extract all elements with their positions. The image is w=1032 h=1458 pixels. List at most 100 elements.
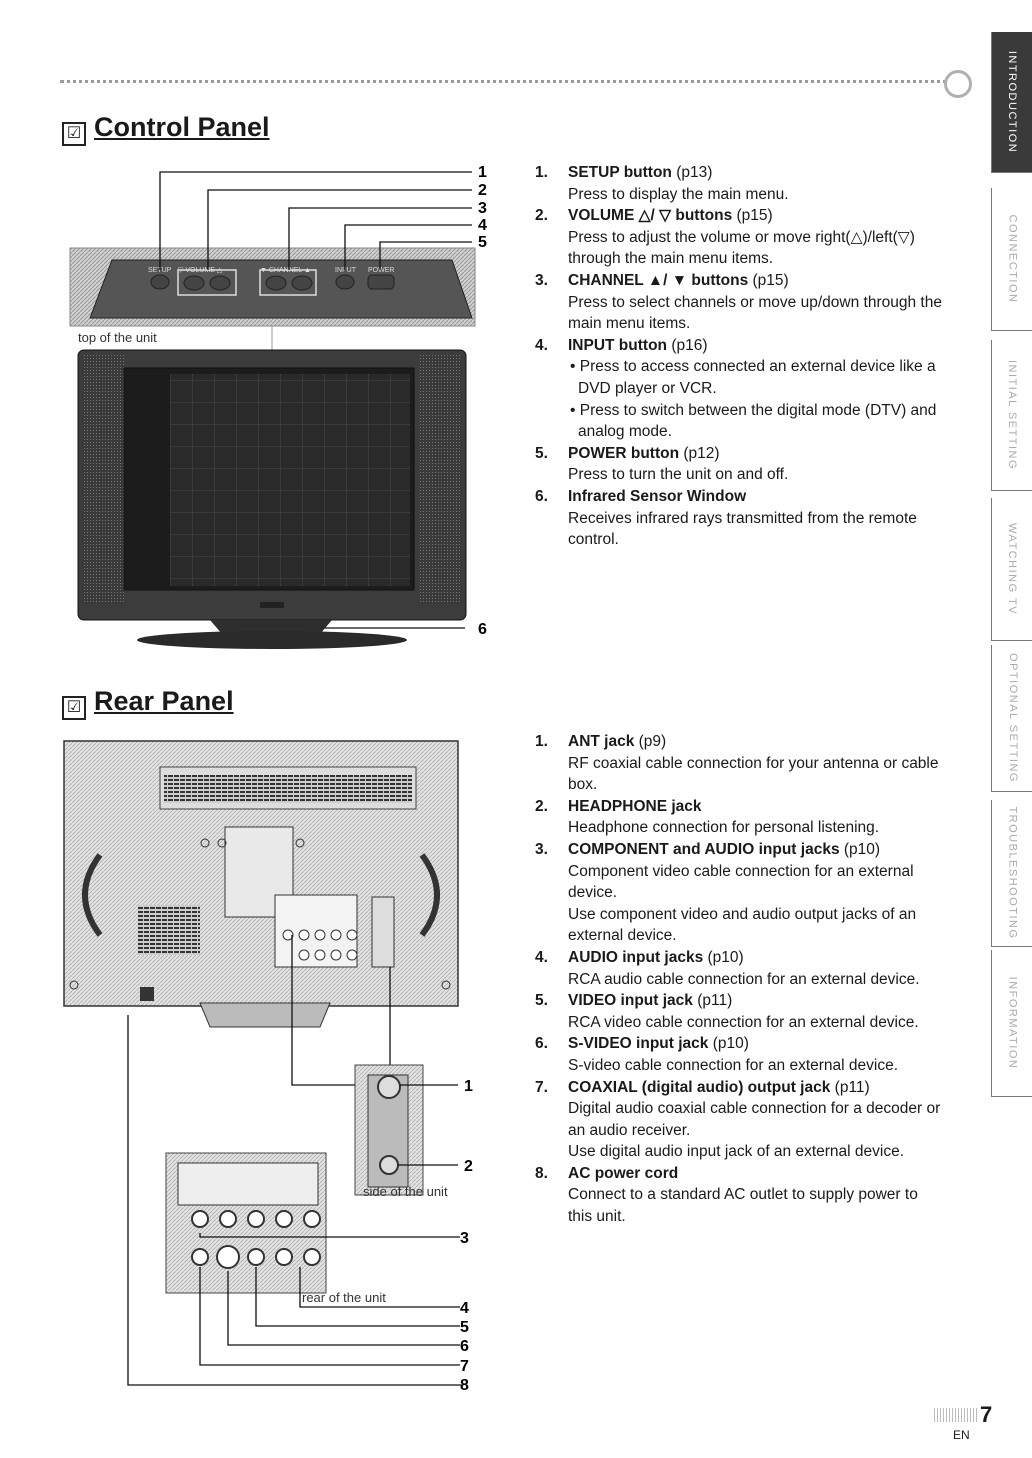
header-rule bbox=[60, 80, 960, 83]
list-item: 1.ANT jack (p9)RF coaxial cable connecti… bbox=[535, 731, 975, 796]
item-page-ref: (p10) bbox=[708, 1035, 749, 1053]
item-description: control. bbox=[568, 531, 619, 549]
rear-panel-diagram: 1 2 3 4 5 6 7 8 bbox=[63, 740, 473, 1394]
callout-3: 3 bbox=[478, 200, 487, 217]
rear-callout-6: 6 bbox=[460, 1338, 469, 1355]
control-panel-diagram: SETUP ▽ VOLUME △ ▼ CHANNEL ▲ INPUT POWER… bbox=[69, 164, 487, 649]
item-description: Press to turn the unit on and off. bbox=[568, 466, 789, 484]
item-page-ref: (p16) bbox=[667, 336, 708, 354]
item-title: POWER button bbox=[568, 444, 680, 462]
tab-introduction[interactable]: INTRODUCTION bbox=[991, 32, 1032, 173]
item-page-ref: (p13) bbox=[671, 164, 713, 181]
list-item: 5. POWER button (p12) Press to turn the un… bbox=[535, 443, 955, 486]
item-title: AUDIO input jacks bbox=[568, 948, 704, 966]
item-page-ref: (p15) bbox=[748, 271, 789, 289]
rear-panel-heading: ☑Rear Panel bbox=[62, 686, 234, 720]
page-number: 7 bbox=[980, 1402, 993, 1427]
side-of-unit-caption: side of the unit bbox=[363, 1184, 448, 1199]
item-description: Headphone connection for personal listen… bbox=[568, 819, 880, 837]
tab-label: WATCHING TV bbox=[1006, 522, 1019, 616]
list-item: 1. SETUP button (p13) Press to display the… bbox=[535, 162, 955, 205]
setup-button-shape bbox=[150, 274, 170, 290]
item-description: Digital audio coaxial cable connection f… bbox=[568, 1100, 941, 1118]
item-title: SETUP button bbox=[568, 164, 672, 181]
rear-callout-1: 1 bbox=[464, 1078, 473, 1095]
item-title: VOLUME △/ ▽ buttons bbox=[568, 207, 733, 225]
item-number: 8. bbox=[535, 1164, 548, 1182]
page-number-bar bbox=[934, 1408, 978, 1422]
item-page-ref: (p12) bbox=[679, 444, 720, 462]
item-title: COMPONENT and AUDIO input jacks bbox=[568, 840, 840, 858]
item-description: Receives infrared rays transmitted from … bbox=[568, 509, 917, 527]
checkbox-icon: ☑ bbox=[62, 696, 86, 720]
callout-1: 1 bbox=[478, 164, 487, 181]
rear-callout-7: 7 bbox=[460, 1358, 469, 1375]
item-page-ref: (p9) bbox=[634, 733, 667, 750]
item-title: COAXIAL (digital audio) output jack bbox=[568, 1078, 831, 1096]
list-item: 4.AUDIO input jacks (p10)RCA audio cable… bbox=[535, 947, 975, 990]
item-number: 6. bbox=[535, 487, 548, 505]
callout-5: 5 bbox=[478, 234, 487, 251]
item-page-ref: (p11) bbox=[692, 992, 733, 1010]
item-bullet: • Press to access connected an external … bbox=[570, 358, 936, 397]
item-number: 2. bbox=[535, 797, 548, 815]
item-bullet: • Press to switch between the digital mo… bbox=[570, 401, 937, 441]
panel-label-channel: ▼ CHANNEL ▲ bbox=[260, 267, 311, 274]
list-item: 6. S-VIDEO input jack (p10) S-video cable … bbox=[535, 1033, 975, 1076]
item-number: 6. bbox=[535, 1035, 548, 1053]
item-description: Use component video and audio output jac… bbox=[568, 905, 917, 923]
item-description: Use digital audio input jack of an exter… bbox=[568, 1143, 905, 1161]
tab-initial-setting[interactable]: INITIAL SETTING bbox=[991, 340, 1032, 491]
tab-troubleshooting[interactable]: TROUBLESHOOTING bbox=[991, 800, 1032, 947]
tv-screen bbox=[170, 374, 410, 586]
panel-label-input: INPUT bbox=[335, 267, 357, 274]
top-of-unit-caption: top of the unit bbox=[78, 330, 157, 345]
list-item: 3.COMPONENT and AUDIO input jacks (p10)C… bbox=[535, 839, 975, 947]
item-description: external device. bbox=[568, 927, 677, 945]
callout-6: 6 bbox=[478, 621, 487, 638]
item-description: through the main menu items. bbox=[568, 250, 774, 268]
list-item: 5.VIDEO input jack (p11)RCA video cable … bbox=[535, 990, 975, 1033]
rear-callout-8: 8 bbox=[460, 1377, 469, 1394]
tab-watching-tv[interactable]: WATCHING TV bbox=[991, 498, 1032, 641]
callout-4: 4 bbox=[478, 217, 487, 234]
item-title: INPUT button bbox=[568, 336, 668, 354]
item-title: AC power cord bbox=[568, 1164, 679, 1182]
tab-label: INFORMATION bbox=[1006, 976, 1019, 1070]
item-page-ref: (p15) bbox=[732, 207, 773, 225]
list-item: 3.CHANNEL ▲/ ▼ buttons (p15)Press to sel… bbox=[535, 270, 955, 335]
item-description: Component video cable connection for an … bbox=[568, 862, 914, 880]
item-description: this unit. bbox=[568, 1208, 626, 1226]
checkbox-icon: ☑ bbox=[62, 122, 86, 146]
rear-of-unit-caption: rear of the unit bbox=[302, 1290, 386, 1305]
item-description: device. bbox=[568, 884, 618, 902]
list-item: 7.COAXIAL (digital audio) output jack (p… bbox=[535, 1077, 975, 1163]
item-number: 1. bbox=[535, 733, 548, 750]
tab-label: INITIAL SETTING bbox=[1006, 359, 1019, 471]
header-rule-circle bbox=[944, 70, 972, 98]
tab-connection[interactable]: CONNECTION bbox=[991, 188, 1032, 331]
item-title: S-VIDEO input jack bbox=[568, 1035, 709, 1053]
item-description: main menu items. bbox=[568, 315, 691, 333]
item-number: 2. bbox=[535, 207, 548, 225]
item-number: 5. bbox=[535, 444, 548, 462]
item-title: CHANNEL ▲/ ▼ buttons bbox=[568, 271, 749, 289]
item-title: ANT jack bbox=[568, 733, 635, 750]
tab-information[interactable]: INFORMATION bbox=[991, 950, 1032, 1097]
item-number: 1. bbox=[535, 164, 548, 181]
tab-optional-setting[interactable]: OPTIONAL SETTING bbox=[991, 645, 1032, 792]
item-description: Press to display the main menu. bbox=[568, 185, 789, 203]
rear-callout-5: 5 bbox=[460, 1319, 469, 1336]
control-panel-list: 1. SETUP button (p13) Press to display the… bbox=[535, 162, 955, 551]
item-description: S-video cable connection for an external… bbox=[568, 1056, 899, 1074]
tab-label: INTRODUCTION bbox=[1006, 50, 1019, 154]
item-description: an audio receiver. bbox=[568, 1121, 691, 1139]
rear-callout-4: 4 bbox=[460, 1300, 469, 1317]
item-page-ref: (p10) bbox=[703, 948, 744, 966]
tab-label: OPTIONAL SETTING bbox=[1006, 653, 1019, 783]
panel-label-volume: ▽ VOLUME △ bbox=[178, 267, 223, 274]
item-description: RCA video cable connection for an extern… bbox=[568, 1013, 919, 1031]
item-number: 3. bbox=[535, 840, 548, 858]
panel-label-power: POWER bbox=[368, 267, 394, 274]
